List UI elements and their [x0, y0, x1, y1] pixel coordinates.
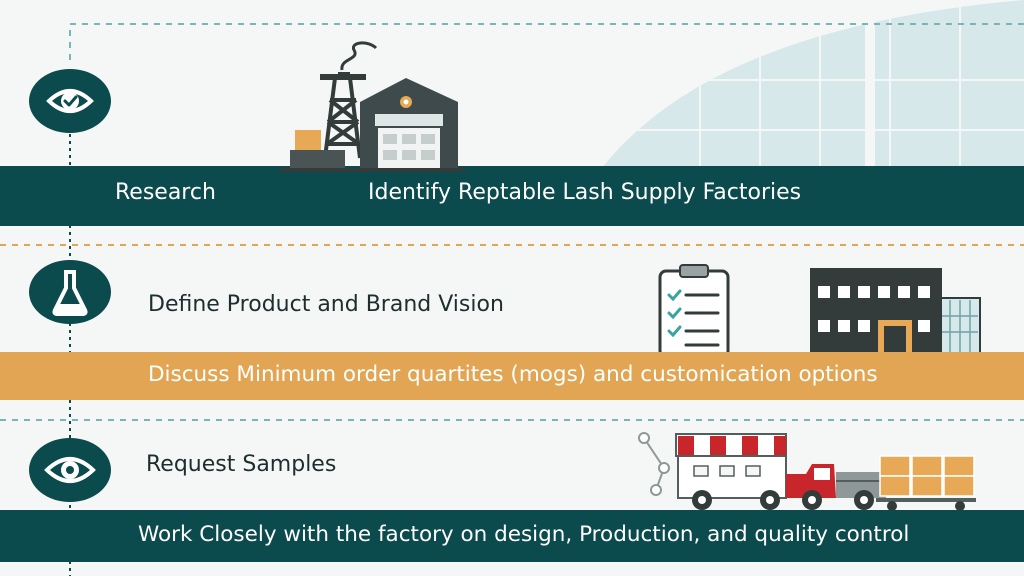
- flask-icon: [52, 270, 88, 316]
- step-2-label: Define Product and Brand Vision: [148, 292, 504, 317]
- eye-icon: [44, 457, 96, 483]
- step-3-band-text: Work Closely with the factory on design,…: [138, 522, 910, 547]
- step-2-icon-circle: [29, 260, 111, 324]
- office-building-illustration: [800, 268, 986, 358]
- separator-2: [0, 419, 1024, 421]
- step-1-icon-circle: [29, 69, 111, 133]
- step-2-band-text: Discuss Minimum order quartites (mogs) a…: [148, 362, 878, 387]
- step-3-icon-circle: [29, 438, 111, 502]
- delivery-truck-illustration: [638, 432, 976, 511]
- factory-illustration: [280, 41, 465, 172]
- step-1-band-text: Identify Reptable Lash Supply Factories: [368, 180, 802, 205]
- clipboard-illustration: [658, 264, 730, 359]
- eye-check-icon: [46, 89, 94, 113]
- top-connector: [69, 23, 1024, 60]
- separator-1: [0, 244, 1024, 246]
- step-2-band: [0, 352, 1024, 400]
- step-1-band: [0, 166, 1024, 226]
- step-1-label: Research: [115, 180, 216, 205]
- step-3-label: Request Samples: [146, 452, 337, 477]
- step-3-band: [0, 510, 1024, 562]
